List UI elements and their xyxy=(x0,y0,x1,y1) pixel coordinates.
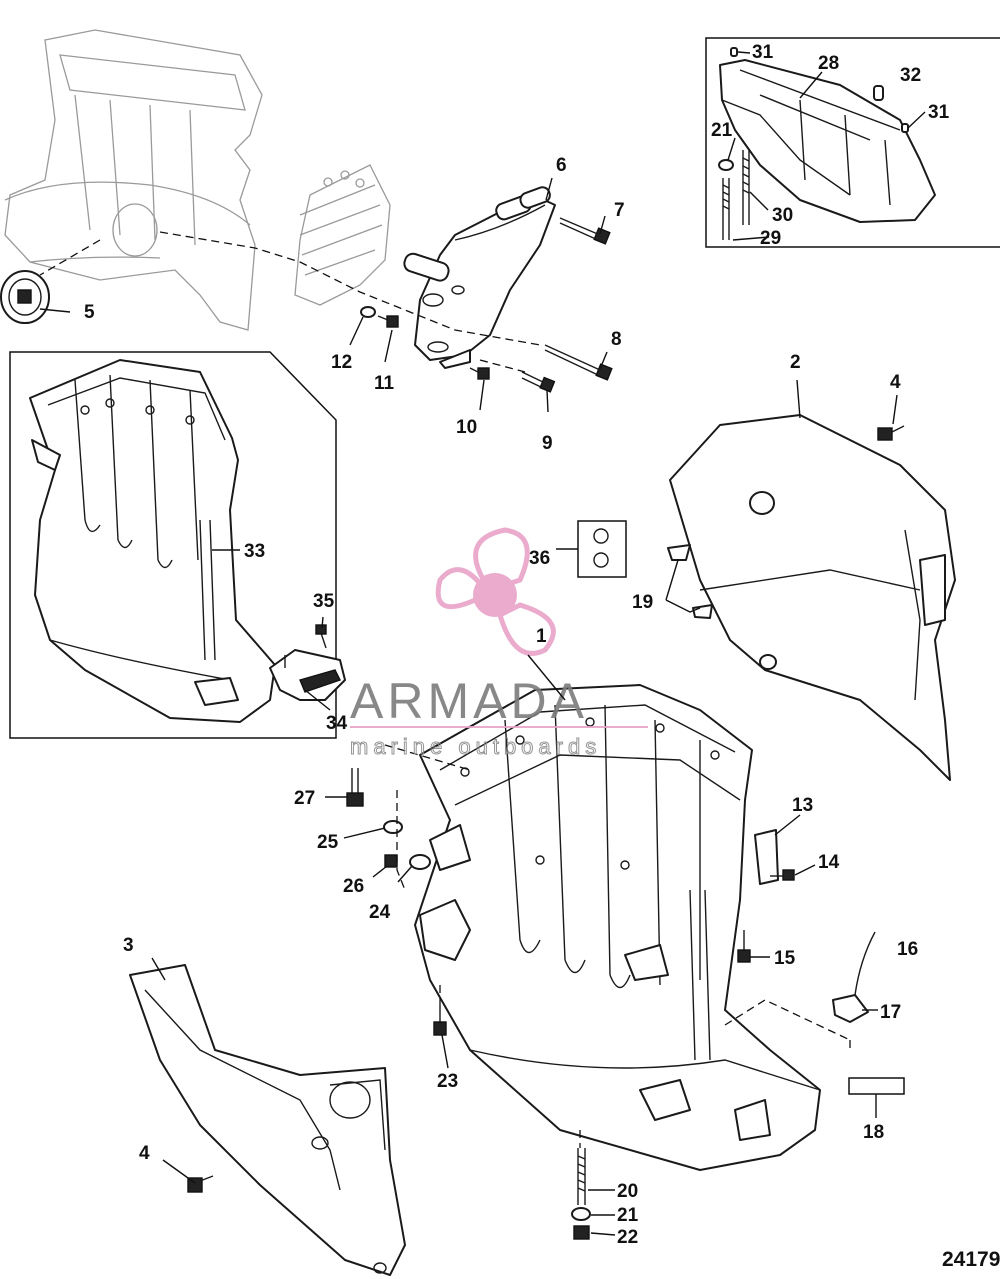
callout-28: 28 xyxy=(818,53,839,74)
callout-35: 35 xyxy=(313,591,335,612)
callout-8: 8 xyxy=(611,329,622,350)
callout-33: 33 xyxy=(244,541,265,562)
callout-12: 12 xyxy=(331,352,352,373)
callout-labels: 5 6 7 8 9 10 11 12 2 4 36 19 1 33 35 34 … xyxy=(84,42,1000,1271)
bolts-upper xyxy=(360,217,613,393)
callout-21-bottom: 21 xyxy=(617,1205,639,1226)
callout-11: 11 xyxy=(374,373,395,394)
callout-2: 2 xyxy=(790,352,801,373)
callout-32: 32 xyxy=(900,65,921,86)
driveshaft-housing-part-1 xyxy=(414,684,821,1171)
callout-1: 1 xyxy=(536,626,547,647)
callout-31-right: 31 xyxy=(928,102,950,123)
leader-lines xyxy=(39,51,926,1236)
ghost-exhaust-screen xyxy=(294,164,391,306)
callout-19: 19 xyxy=(632,592,653,613)
callout-9: 9 xyxy=(542,433,553,454)
inset-frame-left xyxy=(9,351,337,739)
callout-16: 16 xyxy=(897,939,918,960)
callout-17: 17 xyxy=(880,1002,901,1023)
callout-10: 10 xyxy=(456,417,477,438)
side-cover-part-2 xyxy=(669,414,956,781)
small-hardware xyxy=(187,425,905,1240)
callout-4-top: 4 xyxy=(890,372,901,393)
callout-31-top: 31 xyxy=(752,42,774,63)
callout-23: 23 xyxy=(437,1071,458,1092)
callout-27: 27 xyxy=(294,788,315,809)
callout-26: 26 xyxy=(343,876,364,897)
watermark-propeller-logo xyxy=(435,527,556,656)
watermark-tagline: marine outboards xyxy=(350,734,601,759)
callout-21-top: 21 xyxy=(711,120,733,141)
callout-6: 6 xyxy=(556,155,567,176)
watermark-brand: ARMADA xyxy=(350,673,588,729)
callout-24: 24 xyxy=(369,902,391,923)
callout-4-bottom: 4 xyxy=(139,1143,150,1164)
inset-bracket-part-34 xyxy=(269,649,346,701)
callout-18: 18 xyxy=(863,1122,884,1143)
callout-25: 25 xyxy=(317,832,339,853)
inset-frame-top-right xyxy=(705,37,1000,248)
figure-number: 24179 xyxy=(942,1248,1000,1271)
callout-30: 30 xyxy=(772,205,793,226)
callout-14: 14 xyxy=(818,852,840,873)
callout-5: 5 xyxy=(84,302,95,323)
inset-housing-part-28 xyxy=(719,59,936,223)
inset-screw-part-35 xyxy=(315,624,327,649)
callout-34: 34 xyxy=(326,713,348,734)
callout-7: 7 xyxy=(614,200,625,221)
exhaust-tube-part-6 xyxy=(403,186,556,369)
callout-22: 22 xyxy=(617,1227,638,1248)
ghost-adapter-plate xyxy=(4,29,263,331)
inset-small-parts xyxy=(718,47,909,240)
assembly-lines-upper xyxy=(39,231,541,373)
callout-29: 29 xyxy=(760,228,781,249)
assembly-lines-lower xyxy=(384,744,851,1148)
callout-36: 36 xyxy=(529,548,550,569)
callout-15: 15 xyxy=(774,948,796,969)
side-cover-part-3 xyxy=(129,964,406,1276)
watermark: ARMADA marine outboards xyxy=(350,527,648,760)
callout-20: 20 xyxy=(617,1181,638,1202)
callout-13: 13 xyxy=(792,795,813,816)
callout-3: 3 xyxy=(123,935,134,956)
plug-part-5 xyxy=(0,270,50,324)
inset-driveshaft-housing-part-33 xyxy=(29,359,276,723)
